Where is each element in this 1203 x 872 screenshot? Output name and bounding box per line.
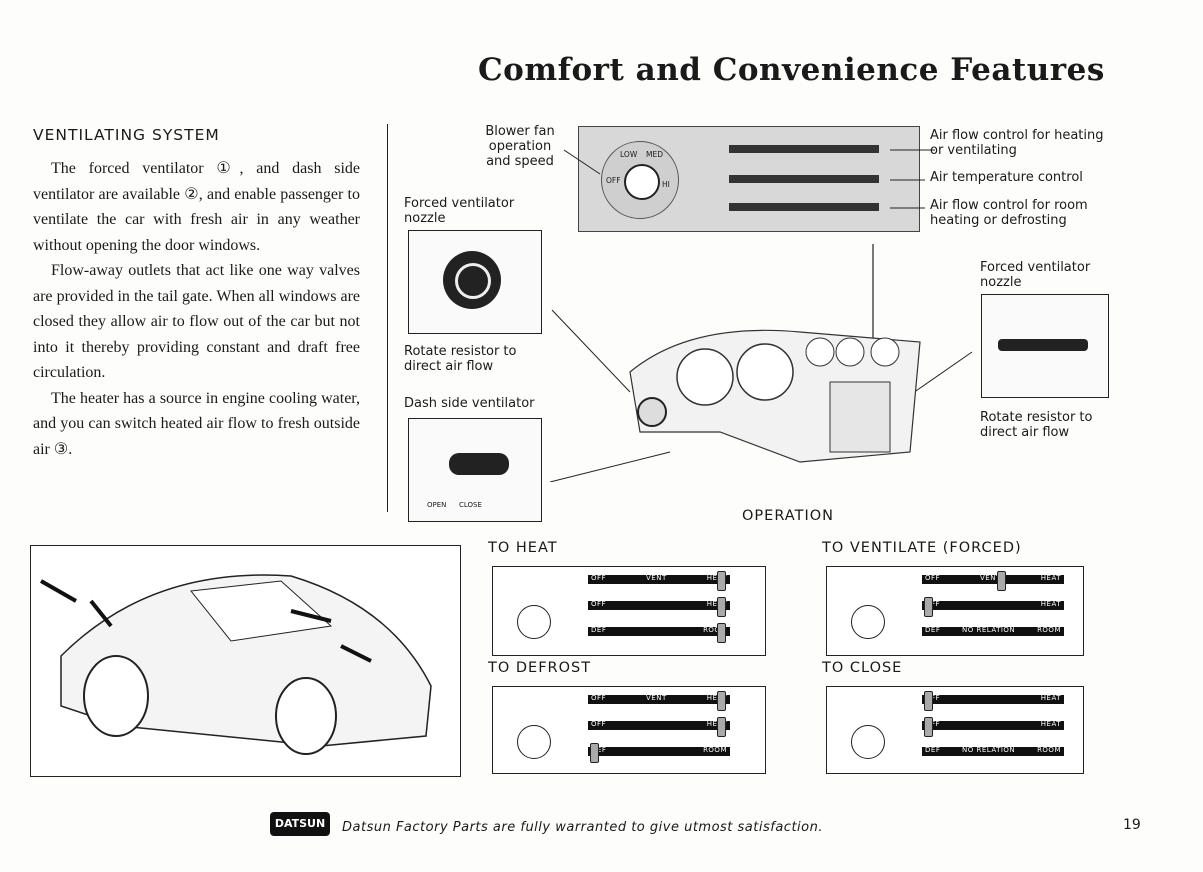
paragraph: The heater has a source in engine coolin… xyxy=(33,389,360,458)
dash-side-inset: OPEN CLOSE xyxy=(408,418,542,522)
slider-knob xyxy=(924,717,933,737)
slider-knob xyxy=(924,691,933,711)
open-label: OPEN xyxy=(427,501,447,509)
fan-dial-icon xyxy=(517,605,551,639)
slider-room xyxy=(729,203,879,211)
mode-label: TO CLOSE xyxy=(822,660,903,676)
fan-knob-icon xyxy=(624,164,660,200)
datsun-logo: DATSUN xyxy=(270,812,330,836)
forced-nozzle-right-label: Forced ventilator nozzle xyxy=(980,260,1091,290)
leader-lines xyxy=(563,149,935,209)
forced-nozzle-inset xyxy=(408,230,542,334)
slider-knob xyxy=(717,717,726,737)
blower-label: Blower fan operation and speed xyxy=(485,124,555,169)
dial-hi: HI xyxy=(662,180,670,189)
forced-nozzle-label: Forced ventilator nozzle xyxy=(404,196,515,226)
section-heading: VENTILATING SYSTEM xyxy=(33,126,220,144)
slider-temperature xyxy=(729,175,879,183)
section-body: The forced ventilator ①, and dash side v… xyxy=(33,156,360,462)
temp-control-label: Air temperature control xyxy=(930,170,1083,185)
close-label: CLOSE xyxy=(459,501,482,509)
heater-control-panel: LOW MED OFF HI xyxy=(578,126,920,232)
mode-label: TO VENTILATE (FORCED) xyxy=(822,540,1022,556)
paragraph: The forced ventilator ①, and dash side v… xyxy=(33,160,360,254)
airflow-heat-label: Air flow control for heating or ventilat… xyxy=(930,128,1104,158)
slider-knob xyxy=(997,571,1006,591)
footer-text: Datsun Factory Parts are fully warranted… xyxy=(342,820,823,835)
vent-lever-icon xyxy=(449,453,509,475)
nozzle-bar-icon xyxy=(998,339,1088,351)
dial-med: MED xyxy=(646,150,663,159)
nozzle-icon xyxy=(443,251,501,309)
rotate-right-label: Rotate resistor to direct air flow xyxy=(980,410,1093,440)
fan-dial-icon xyxy=(851,725,885,759)
slider-knob xyxy=(717,691,726,711)
operation-heading: OPERATION xyxy=(742,508,834,524)
rotate-left-label: Rotate resistor to direct air flow xyxy=(404,344,517,374)
slider-knob xyxy=(717,571,726,591)
mode-label: TO HEAT xyxy=(488,540,558,556)
slider-airflow xyxy=(729,145,879,153)
slider-knob xyxy=(717,597,726,617)
fan-dial-icon xyxy=(851,605,885,639)
dial-off: OFF xyxy=(606,176,621,185)
airflow-room-label: Air flow control for room heating or def… xyxy=(930,198,1088,228)
page-title: Comfort and Convenience Features xyxy=(478,52,1105,88)
slider-knob xyxy=(717,623,726,643)
forced-nozzle-right-inset xyxy=(981,294,1109,398)
page-number: 19 xyxy=(1123,817,1141,833)
column-divider xyxy=(387,124,388,512)
car-illustration xyxy=(30,545,461,777)
car-drawing xyxy=(40,574,432,755)
slider-knob xyxy=(590,743,599,763)
slider-knob xyxy=(924,597,933,617)
mode-label: TO DEFROST xyxy=(488,660,592,676)
fan-dial-icon xyxy=(517,725,551,759)
dial-low: LOW xyxy=(620,150,638,159)
dashboard-illustration xyxy=(549,244,973,482)
dash-side-label: Dash side ventilator xyxy=(404,396,535,411)
blower-dial: LOW MED OFF HI xyxy=(601,141,679,219)
paragraph: Flow-away outlets that act like one way … xyxy=(33,262,360,381)
